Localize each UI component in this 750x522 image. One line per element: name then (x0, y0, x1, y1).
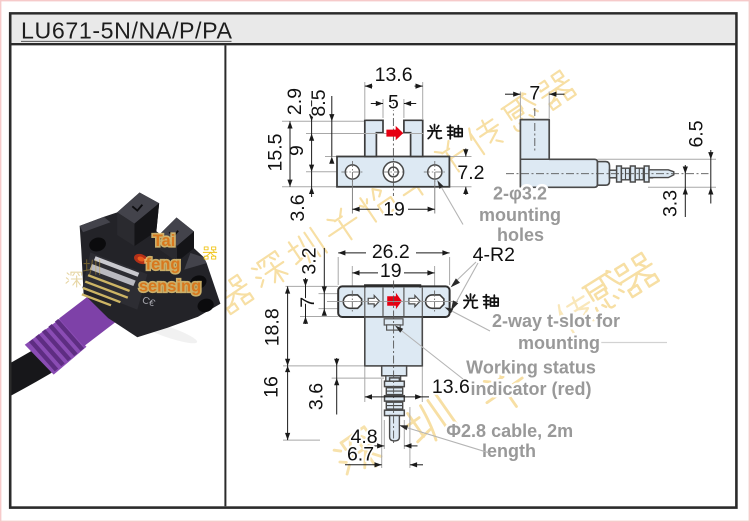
svg-text:holes: holes (497, 225, 544, 245)
svg-text:7.2: 7.2 (457, 162, 484, 184)
svg-text:5: 5 (388, 91, 399, 113)
svg-text:3.6: 3.6 (287, 194, 309, 221)
svg-text:sensing: sensing (139, 277, 201, 295)
svg-text:Working status: Working status (466, 358, 596, 378)
svg-text:7: 7 (529, 83, 540, 105)
svg-text:3.2: 3.2 (299, 247, 321, 274)
svg-text:2.9: 2.9 (284, 88, 306, 115)
svg-text:feng: feng (146, 255, 181, 273)
svg-text:7: 7 (297, 297, 319, 308)
svg-text:LU671-5N/NA/P/PA: LU671-5N/NA/P/PA (21, 18, 233, 44)
svg-text:indicator (red): indicator (red) (470, 379, 591, 399)
svg-text:15.5: 15.5 (265, 133, 287, 171)
svg-text:26.2: 26.2 (372, 241, 410, 263)
svg-text:19: 19 (383, 199, 405, 221)
svg-text:mounting: mounting (518, 333, 600, 353)
svg-text:16: 16 (261, 376, 283, 398)
svg-text:Tai: Tai (153, 232, 176, 250)
svg-text:3.6: 3.6 (306, 383, 328, 410)
svg-text:C€: C€ (140, 295, 157, 310)
svg-text:2-way t-slot for: 2-way t-slot for (492, 311, 620, 331)
svg-text:9: 9 (286, 145, 308, 156)
svg-text:sensing: sensing (139, 277, 201, 295)
svg-text:2-φ3.2: 2-φ3.2 (493, 184, 547, 204)
svg-text:mounting: mounting (479, 205, 561, 225)
svg-text:13.6: 13.6 (432, 376, 470, 398)
svg-text:6.5: 6.5 (685, 120, 707, 147)
svg-text:length: length (482, 441, 536, 461)
svg-text:13.6: 13.6 (375, 64, 413, 86)
svg-text:feng: feng (146, 255, 181, 273)
svg-text:8.5: 8.5 (308, 89, 330, 116)
svg-text:6.7: 6.7 (347, 443, 374, 465)
svg-text:3.3: 3.3 (659, 190, 681, 217)
svg-text:4-R2: 4-R2 (473, 244, 515, 266)
svg-text:18.8: 18.8 (262, 308, 284, 346)
svg-text:4.8: 4.8 (351, 426, 378, 448)
svg-text:Tai: Tai (153, 232, 176, 250)
svg-text:19: 19 (380, 260, 402, 282)
svg-text:Φ2.8 cable, 2m: Φ2.8 cable, 2m (446, 421, 573, 441)
